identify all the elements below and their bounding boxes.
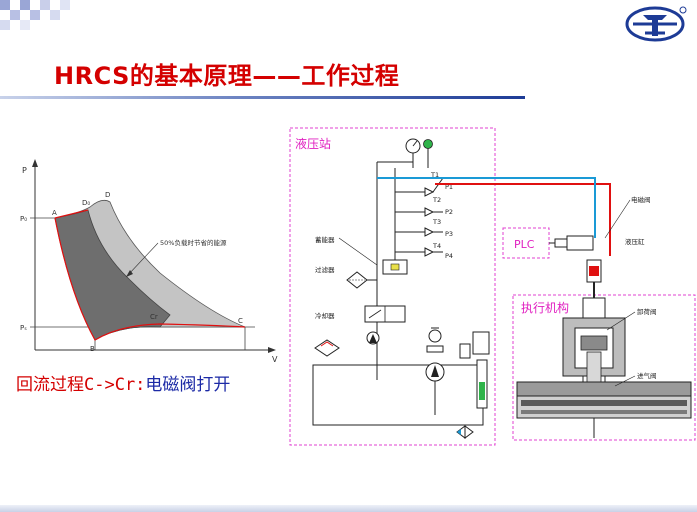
station-label: 液压站 bbox=[295, 136, 331, 151]
port-t2-label: T2 bbox=[432, 196, 441, 204]
hydraulic-schematic: 液压站 T1 P1 T2 P2 T3 P3 T4 P4 蓄能器 过滤器 冷 bbox=[289, 127, 696, 446]
sight-glass-icon bbox=[479, 382, 485, 400]
return-line-blue bbox=[377, 177, 596, 238]
pv-diagram: P V P₀ Pₛ A D₀ D Cr C B 50%负载时节省的能源 bbox=[20, 159, 278, 364]
cylinder-label: 液压缸 bbox=[625, 237, 645, 246]
caption-valve-text: 电磁阀打开 bbox=[145, 375, 231, 395]
valve-coil-icon bbox=[390, 263, 400, 271]
cooler-label: 冷却器 bbox=[315, 311, 335, 320]
port-t3-label: T3 bbox=[432, 218, 441, 226]
slide-title: HRCS的基本原理——工作过程 bbox=[54, 62, 400, 90]
unloader-label: 卸荷阀 bbox=[637, 307, 657, 316]
title-underline bbox=[0, 96, 525, 99]
point-c-label: C bbox=[238, 317, 243, 325]
port-t4-label: T4 bbox=[432, 242, 441, 250]
point-d-label: D bbox=[105, 191, 110, 199]
axis-p-label: P bbox=[22, 166, 27, 175]
port-p2-label: P2 bbox=[445, 208, 453, 216]
station-frame bbox=[289, 127, 496, 446]
motor-icon bbox=[428, 329, 442, 343]
port-t1-label: T1 bbox=[430, 171, 439, 179]
indicator-icon bbox=[423, 139, 433, 149]
process-caption: 回流过程C->Cr:电磁阀打开 bbox=[16, 371, 271, 399]
valve-body-section bbox=[516, 297, 692, 438]
axis-v-label: V bbox=[272, 355, 278, 364]
port-p1-label: P1 bbox=[445, 183, 453, 191]
footer-band bbox=[0, 505, 697, 512]
plc-box bbox=[502, 227, 550, 259]
point-b-label: B bbox=[90, 345, 95, 353]
company-logo bbox=[625, 6, 687, 42]
corner-checker-decoration bbox=[0, 0, 70, 30]
point-a-label: A bbox=[52, 209, 57, 217]
return-flow-curve bbox=[54, 217, 246, 341]
energy-saving-annotation: 50%负载时节省的能源 bbox=[160, 238, 227, 247]
heat-exchanger-icon bbox=[314, 339, 340, 357]
point-cr-label: Cr bbox=[150, 313, 158, 321]
accumulator-label: 蓄能器 bbox=[315, 235, 335, 244]
oil-tank bbox=[312, 364, 484, 426]
actuator-label: 执行机构 bbox=[521, 300, 569, 315]
intake-valve-label: 进气阀 bbox=[637, 371, 657, 380]
solenoid-valve-icon bbox=[566, 235, 594, 251]
level-gauge-icon bbox=[459, 343, 471, 359]
p-low-label: Pₛ bbox=[20, 324, 27, 332]
caption-process-text: 回流过程C->Cr: bbox=[16, 375, 146, 395]
actuator-frame bbox=[512, 294, 696, 441]
solenoid-label: 电磁阀 bbox=[631, 195, 651, 204]
filter-label: 过滤器 bbox=[315, 265, 335, 274]
port-p3-label: P3 bbox=[445, 230, 453, 238]
plc-label: PLC bbox=[514, 238, 535, 251]
point-d0-label: D₀ bbox=[82, 199, 90, 207]
port-p4-label: P4 bbox=[445, 252, 453, 260]
p-high-label: P₀ bbox=[20, 215, 27, 223]
pressure-line-red bbox=[435, 183, 611, 256]
